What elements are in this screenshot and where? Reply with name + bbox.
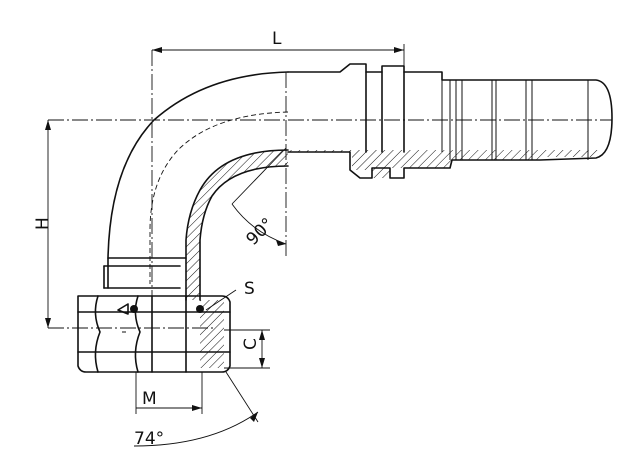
label-s: S [244, 279, 255, 299]
label-m: M [142, 389, 157, 409]
hose-tail [287, 63, 613, 179]
seal-ball-left [130, 305, 138, 313]
label-l: L [272, 29, 282, 49]
dimension-m: M [135, 372, 203, 414]
dimension-s: S [205, 279, 255, 311]
dimension-l: L [152, 29, 405, 66]
label-angle-seat: 74° [134, 429, 164, 449]
centre-lines [48, 50, 612, 329]
label-angle-bend: 90° [243, 214, 278, 249]
label-c: C [241, 338, 261, 350]
section-hatching [186, 150, 600, 368]
label-h: H [33, 217, 53, 230]
angle-74: 74° [133, 371, 259, 449]
dimension-h: H [33, 120, 53, 328]
swivel-nut [77, 295, 231, 373]
dimension-c: C [224, 329, 270, 369]
seal-ball-right [196, 305, 204, 313]
